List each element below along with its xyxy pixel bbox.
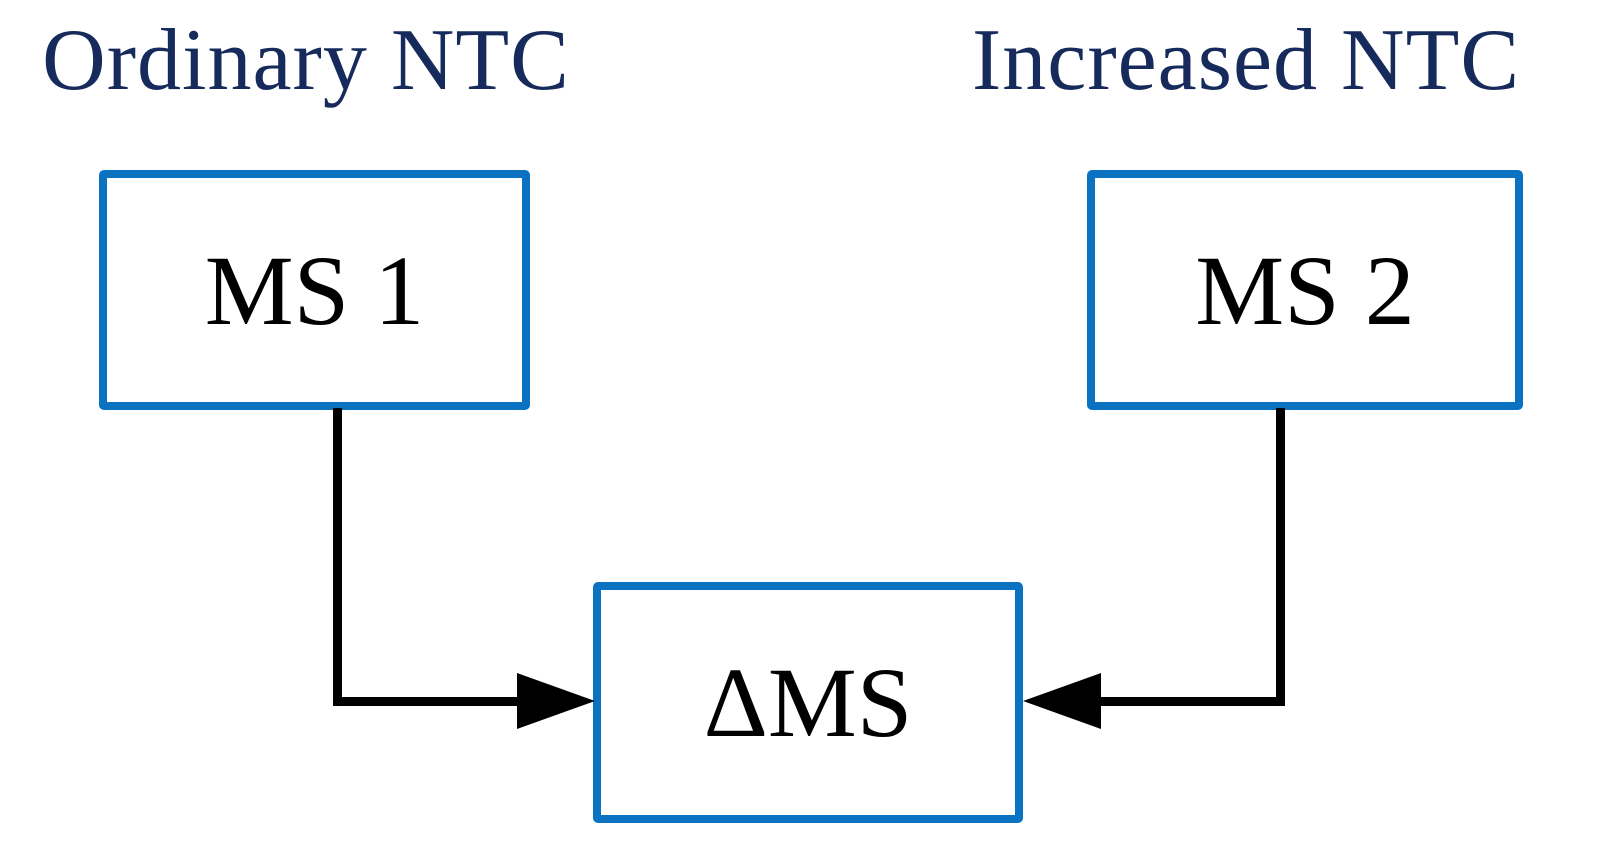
left-column-title: Ordinary NTC (42, 12, 570, 109)
arrowhead-left-icon (1023, 673, 1101, 729)
edge-ms1-vertical-segment (333, 408, 342, 706)
edge-ms2-horizontal-segment (1097, 697, 1285, 706)
node-delta-ms: ΔMS (593, 582, 1023, 823)
right-column-title: Increased NTC (971, 12, 1521, 109)
node-ms2-label: MS 2 (1195, 234, 1415, 346)
edge-ms1-horizontal-segment (333, 697, 525, 706)
arrowhead-right-icon (517, 673, 595, 729)
node-ms2: MS 2 (1087, 170, 1523, 410)
node-delta-ms-label: ΔMS (703, 647, 913, 758)
edge-ms2-vertical-segment (1276, 408, 1285, 706)
node-ms1-label: MS 1 (204, 234, 425, 346)
node-ms1: MS 1 (99, 170, 530, 410)
